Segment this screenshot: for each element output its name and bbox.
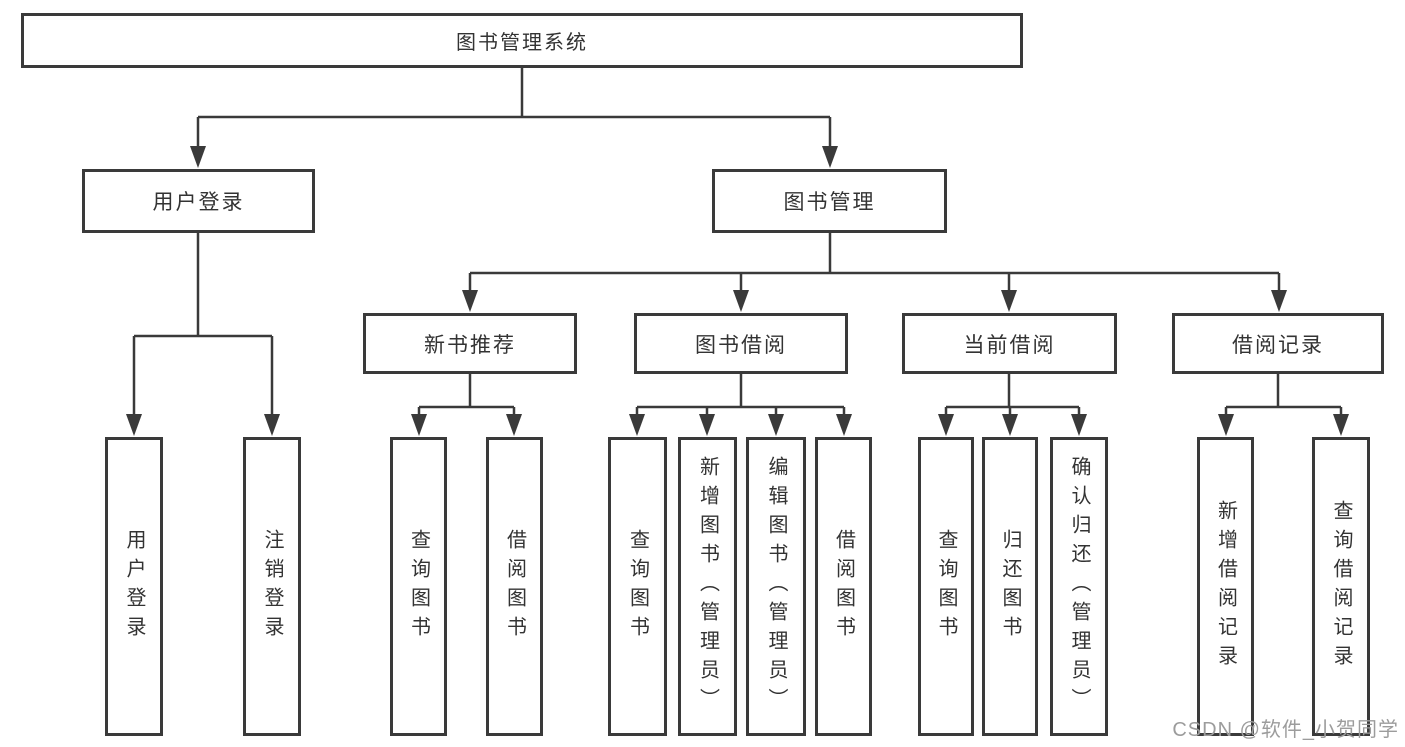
node-book-borrow: 图书借阅 bbox=[634, 313, 848, 374]
node-new-book-recommend-label: 新书推荐 bbox=[424, 333, 516, 357]
leaf-borrow-books-recommend: 借阅图书 bbox=[486, 437, 543, 736]
node-borrow-record: 借阅记录 bbox=[1172, 313, 1384, 374]
leaf-edit-books-admin: 编辑图书（管理员） bbox=[746, 437, 806, 736]
leaf-borrow-books: 借阅图书 bbox=[815, 437, 872, 736]
csdn-watermark: CSDN @软件_小贺同学 bbox=[1172, 719, 1399, 741]
leaf-add-borrow-record-label: 新增借阅记录 bbox=[1214, 499, 1237, 674]
node-root-label: 图书管理系统 bbox=[456, 32, 588, 54]
leaf-user-login: 用户登录 bbox=[105, 437, 163, 736]
leaf-add-books-admin: 新增图书（管理员） bbox=[678, 437, 737, 736]
leaf-borrow-books-recommend-label: 借阅图书 bbox=[503, 528, 526, 645]
arrowheads bbox=[126, 146, 1349, 436]
leaf-borrow-books-label: 借阅图书 bbox=[832, 528, 855, 645]
leaf-query-borrow-record: 查询借阅记录 bbox=[1312, 437, 1370, 736]
leaf-query-books-current: 查询图书 bbox=[918, 437, 974, 736]
node-user-login: 用户登录 bbox=[82, 169, 315, 233]
connector-edges bbox=[132, 66, 1343, 418]
node-new-book-recommend: 新书推荐 bbox=[363, 313, 577, 374]
leaf-return-books: 归还图书 bbox=[982, 437, 1038, 736]
leaf-query-books-recommend-label: 查询图书 bbox=[407, 528, 430, 645]
leaf-query-books-borrow-label: 查询图书 bbox=[626, 528, 649, 645]
leaf-edit-books-admin-label: 编辑图书（管理员） bbox=[765, 456, 787, 717]
node-borrow-record-label: 借阅记录 bbox=[1232, 333, 1324, 357]
leaf-logout-label: 注销登录 bbox=[261, 528, 283, 645]
leaf-user-login-label: 用户登录 bbox=[123, 528, 145, 645]
leaf-logout: 注销登录 bbox=[243, 437, 301, 736]
node-user-login-label: 用户登录 bbox=[152, 191, 245, 214]
leaf-add-borrow-record: 新增借阅记录 bbox=[1197, 437, 1254, 736]
leaf-return-books-label: 归还图书 bbox=[999, 528, 1021, 645]
leaf-query-books-recommend: 查询图书 bbox=[390, 437, 447, 736]
leaf-query-borrow-record-label: 查询借阅记录 bbox=[1330, 499, 1352, 674]
node-root: 图书管理系统 bbox=[21, 13, 1023, 68]
node-current-borrow-label: 当前借阅 bbox=[963, 333, 1056, 357]
leaf-query-books-current-label: 查询图书 bbox=[935, 528, 957, 645]
leaf-add-books-admin-label: 新增图书（管理员） bbox=[696, 456, 719, 717]
leaf-query-books-borrow: 查询图书 bbox=[608, 437, 667, 736]
node-book-borrow-label: 图书借阅 bbox=[695, 333, 787, 357]
leaf-confirm-return-admin: 确认归还（管理员） bbox=[1050, 437, 1108, 736]
node-book-management-label: 图书管理 bbox=[783, 191, 876, 214]
leaf-confirm-return-admin-label: 确认归还（管理员） bbox=[1068, 456, 1090, 717]
node-book-management: 图书管理 bbox=[712, 169, 947, 233]
node-current-borrow: 当前借阅 bbox=[902, 313, 1117, 374]
